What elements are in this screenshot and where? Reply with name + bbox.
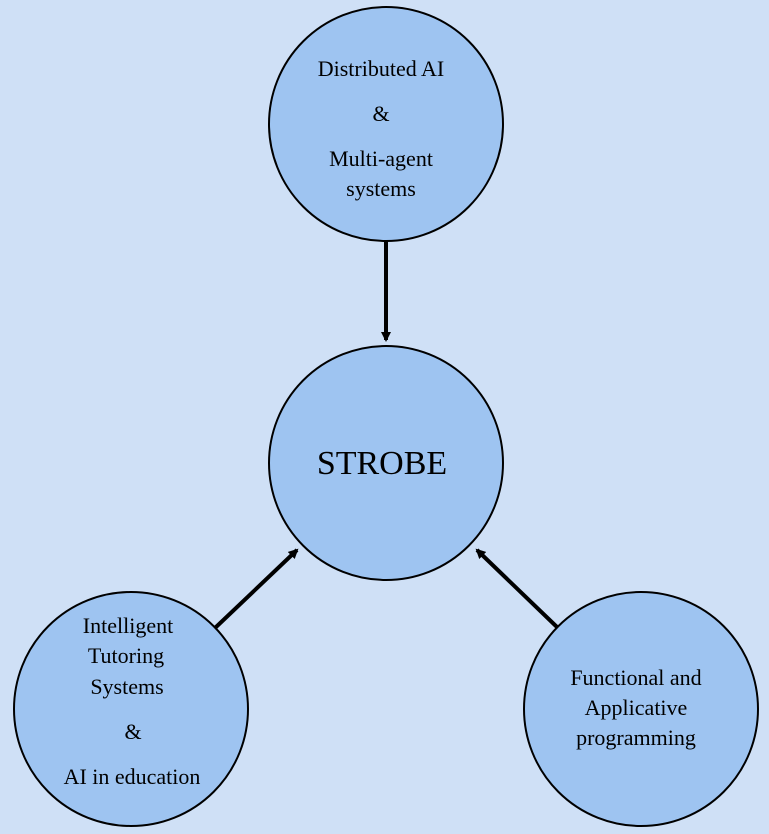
node-top-line-4: systems bbox=[346, 176, 416, 201]
node-bottom-right-line-3: programming bbox=[576, 725, 696, 750]
node-bottom-left-line-2: Tutoring bbox=[88, 643, 164, 668]
node-intelligent-tutoring: Intelligent Tutoring Systems & AI in edu… bbox=[13, 591, 249, 827]
edge-bottom-left-to-center bbox=[213, 548, 299, 630]
node-center-circle bbox=[268, 345, 504, 581]
edge-bottom-right-to-center bbox=[475, 548, 560, 630]
node-strobe: STROBE bbox=[268, 345, 504, 581]
node-center-label: STROBE bbox=[317, 445, 447, 482]
node-bottom-left-line-3: Systems bbox=[90, 674, 163, 699]
node-top-line-2: & bbox=[372, 101, 389, 126]
node-top-line-1: Distributed AI bbox=[318, 56, 445, 81]
node-bottom-right-circle bbox=[523, 591, 759, 827]
node-functional-programming: Functional and Applicative programming bbox=[523, 591, 759, 827]
node-bottom-right-line-1: Functional and bbox=[570, 665, 701, 690]
node-top-line-3: Multi-agent bbox=[329, 146, 433, 171]
node-bottom-left-circle bbox=[13, 591, 249, 827]
node-bottom-left-line-1: Intelligent bbox=[83, 613, 173, 638]
node-distributed-ai: Distributed AI & Multi-agent systems bbox=[268, 6, 504, 242]
node-bottom-left-line-5: AI in education bbox=[64, 764, 201, 789]
node-bottom-right-line-2: Applicative bbox=[585, 695, 688, 720]
node-top-circle bbox=[268, 6, 504, 242]
node-bottom-left-line-4: & bbox=[124, 719, 141, 744]
